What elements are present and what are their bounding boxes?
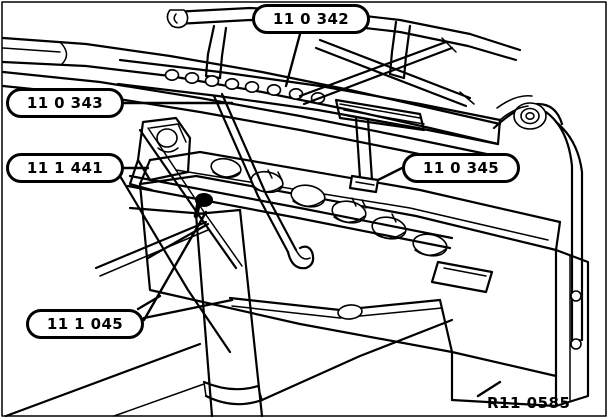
hooked-diagonal-rod (212, 92, 315, 270)
upper-mounting-rail (116, 58, 502, 146)
cylinder-head-block (138, 150, 590, 408)
vertical-support-strut (348, 116, 380, 194)
callout-11-1-441[interactable]: 11 1 441 (6, 153, 124, 183)
figure-reference-code: R11 0585 (487, 394, 571, 412)
callout-11-0-345[interactable]: 11 0 345 (402, 153, 520, 183)
rail-threaded-end (334, 98, 429, 132)
bracket-clamp (128, 116, 192, 192)
valve-pocket (210, 157, 242, 179)
long-guide-bar (1, 36, 502, 146)
lower-frame-rail (228, 296, 443, 320)
rail-holes (164, 69, 326, 105)
cross-strap-upper (298, 37, 475, 108)
leader-lines (122, 32, 502, 398)
callout-11-1-045[interactable]: 11 1 045 (26, 309, 144, 339)
callout-11-0-342[interactable]: 11 0 342 (252, 4, 370, 34)
curved-hose-right (492, 95, 584, 342)
valve-pocket (331, 200, 367, 224)
callout-11-0-343[interactable]: 11 0 343 (6, 88, 124, 118)
support-post-assembly (4, 193, 454, 418)
valve-pocket (290, 184, 326, 208)
